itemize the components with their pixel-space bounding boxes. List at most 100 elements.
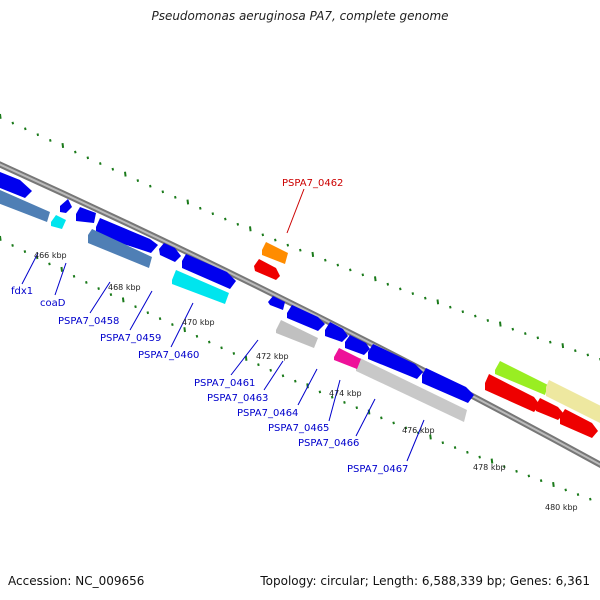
scale-tick <box>441 441 445 445</box>
gene-track <box>0 170 600 438</box>
gene-block[interactable] <box>51 215 66 229</box>
gene-label-pspa7-0466[interactable]: PSPA7_0466 <box>298 438 359 449</box>
scale-tick <box>174 195 177 199</box>
scale-tick <box>343 401 346 404</box>
gene-block[interactable] <box>0 190 50 222</box>
gene-arrow[interactable] <box>422 368 474 403</box>
scale-tick <box>478 455 481 459</box>
gene-label-pspa7-0462[interactable]: PSPA7_0462 <box>282 178 343 189</box>
scale-tick <box>72 274 76 278</box>
scale-tick <box>449 305 452 309</box>
scale-tick <box>380 416 383 420</box>
scale-tick <box>97 287 100 290</box>
scale-tick <box>549 340 552 344</box>
scale-tick <box>158 317 162 321</box>
scale-tick <box>527 474 531 478</box>
gene-label-fdx1[interactable]: fdx1 <box>11 286 33 297</box>
scale-tick <box>386 282 390 286</box>
scale-tick <box>0 235 2 241</box>
gene-arrow[interactable] <box>287 305 325 331</box>
scale-tick <box>511 327 515 331</box>
scale-label: 466 kbp <box>34 251 67 260</box>
scale-tick <box>249 226 252 232</box>
gene-block[interactable] <box>262 242 288 264</box>
scale-tick <box>244 355 248 361</box>
scale-tick <box>24 127 27 131</box>
gene-block[interactable] <box>276 320 318 348</box>
gene-label-pspa7-0465[interactable]: PSPA7_0465 <box>268 423 329 434</box>
gene-arrow[interactable] <box>268 296 285 310</box>
scale-tick <box>576 493 580 497</box>
scale-tick <box>99 162 102 165</box>
scale-tick <box>318 390 322 394</box>
scale-tick <box>236 222 240 226</box>
gene-arrow[interactable] <box>182 254 236 289</box>
scale-tick <box>35 256 39 260</box>
scale-tick <box>361 273 365 277</box>
scale-tick <box>0 113 2 119</box>
gene-label-pspa7-0467[interactable]: PSPA7_0467 <box>347 464 408 475</box>
scale-tick <box>399 287 402 291</box>
gene-labels: PSPA7_0462 fdx1 coaD PSPA7_0458 PSPA7_04… <box>11 178 408 475</box>
scale-tick <box>502 465 506 469</box>
scale-labels: 466 kbp 468 kbp 470 kbp 472 kbp 474 kbp … <box>34 251 578 512</box>
scale-tick <box>424 296 427 300</box>
gene-arrow[interactable] <box>345 335 370 355</box>
gene-arrow[interactable] <box>485 374 540 412</box>
gene-label-pspa7-0461[interactable]: PSPA7_0461 <box>194 378 255 389</box>
scale-tick <box>124 171 127 177</box>
scale-tick <box>589 497 592 501</box>
scale-tick <box>299 248 302 252</box>
scale-tick <box>355 406 359 410</box>
scale-tick <box>286 243 290 247</box>
gene-arrow[interactable] <box>368 344 423 379</box>
gene-arrow[interactable] <box>536 398 564 420</box>
gene-arrow[interactable] <box>325 322 348 342</box>
gene-label-pspa7-0460[interactable]: PSPA7_0460 <box>138 350 199 361</box>
scale-tick <box>515 469 518 473</box>
gene-arrow[interactable] <box>60 199 72 213</box>
gene-block[interactable] <box>546 380 600 424</box>
scale-tick <box>85 280 88 284</box>
gene-block[interactable] <box>88 229 152 268</box>
gene-label-pspa7-0463[interactable]: PSPA7_0463 <box>207 393 268 404</box>
gene-arrow[interactable] <box>76 207 96 223</box>
gene-block[interactable] <box>495 361 548 395</box>
scale-tick <box>374 276 377 282</box>
scale-tick <box>86 156 90 160</box>
scale-tick <box>552 481 555 488</box>
gene-arrow[interactable] <box>96 218 158 253</box>
scale-label: 476 kbp <box>402 426 435 435</box>
scale-label: 468 kbp <box>108 283 141 292</box>
scale-tick <box>60 266 64 272</box>
gene-block[interactable] <box>334 348 361 369</box>
gene-block[interactable] <box>356 358 467 422</box>
scale-tick <box>336 263 340 267</box>
scale-tick <box>61 142 65 148</box>
scale-tick <box>36 133 40 137</box>
gene-arrow[interactable] <box>254 259 280 280</box>
gene-label-pspa7-0464[interactable]: PSPA7_0464 <box>237 408 298 419</box>
scale-tick <box>294 379 297 383</box>
scale-tick <box>261 233 265 237</box>
scale-tick <box>281 374 285 378</box>
scale-tick <box>220 346 223 350</box>
scale-tick <box>564 488 567 492</box>
gene-label-coad[interactable]: coaD <box>40 298 66 309</box>
scale-tick <box>11 121 15 125</box>
scale-tick <box>207 340 211 344</box>
gene-label-pspa7-0459[interactable]: PSPA7_0459 <box>100 333 161 344</box>
gene-arrow[interactable] <box>159 243 181 262</box>
gene-block[interactable] <box>172 270 229 304</box>
gene-arrow[interactable] <box>560 409 598 438</box>
scale-tick <box>257 363 260 367</box>
scale-tick <box>199 206 202 210</box>
scale-tick <box>183 327 186 333</box>
scale-tick <box>171 323 174 326</box>
scale-tick <box>136 179 140 183</box>
gene-arrow[interactable] <box>0 170 32 198</box>
scale-tick <box>453 446 457 449</box>
scale-tick <box>524 332 527 335</box>
gene-label-pspa7-0458[interactable]: PSPA7_0458 <box>58 316 119 327</box>
